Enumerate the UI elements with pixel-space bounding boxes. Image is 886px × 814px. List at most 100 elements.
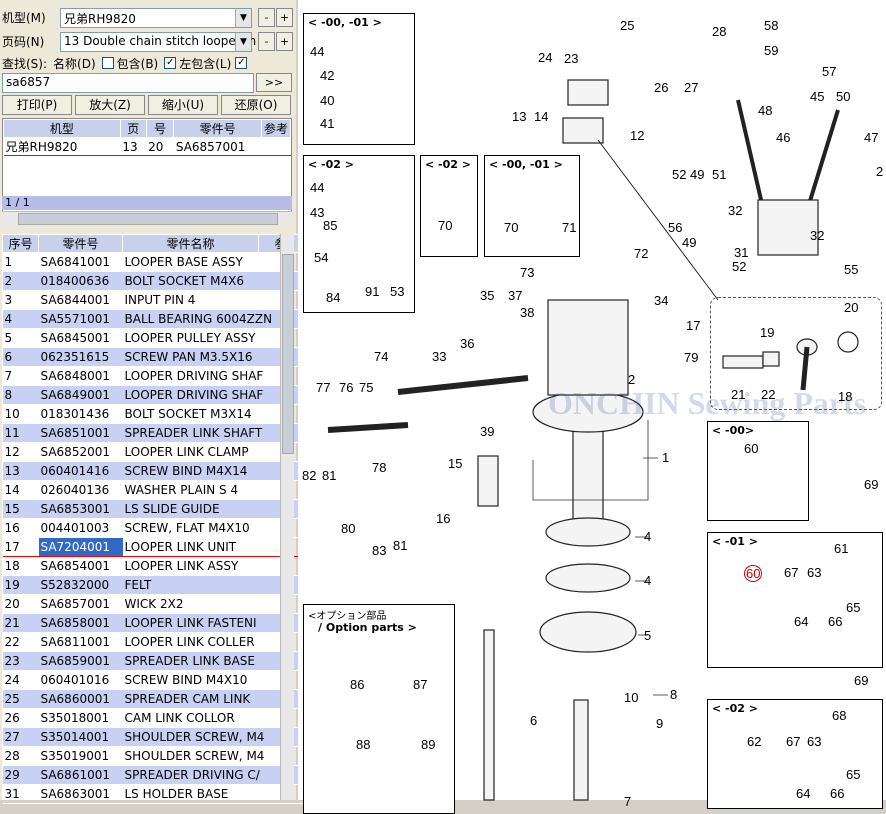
search-go-button[interactable]: >> (256, 73, 292, 92)
callout-number[interactable]: 4 (644, 529, 652, 544)
callout-number[interactable]: 50 (836, 89, 851, 104)
callout-number[interactable]: 59 (764, 43, 779, 58)
callout-number[interactable]: 81 (322, 468, 337, 483)
callout-number[interactable]: 38 (520, 305, 535, 320)
callout-number[interactable]: 85 (323, 218, 338, 233)
callout-number[interactable]: 62 (747, 734, 762, 749)
callout-number[interactable]: 14 (534, 109, 549, 124)
callout-number[interactable]: 49 (690, 167, 705, 182)
callout-number[interactable]: 41 (320, 116, 335, 131)
callout-number[interactable]: 8 (670, 687, 678, 702)
callout-number[interactable]: 66 (830, 786, 845, 801)
callout-number[interactable]: 69 (864, 477, 879, 492)
callout-number[interactable]: 44 (310, 44, 325, 59)
callout-number[interactable]: 7 (624, 794, 632, 809)
callout-number[interactable]: 27 (684, 80, 699, 95)
callout-number[interactable]: 43 (310, 205, 325, 220)
col-model[interactable]: 机型 (3, 119, 121, 138)
callout-number[interactable]: 77 (316, 380, 331, 395)
callout-number[interactable]: 69 (854, 673, 869, 688)
callout-number[interactable]: 31 (734, 245, 749, 260)
opt-left-contains-checkbox[interactable]: ✓ (164, 57, 177, 69)
callout-number[interactable]: 60 (744, 441, 759, 456)
callout-number[interactable]: 63 (807, 734, 822, 749)
callout-number[interactable]: 9 (656, 716, 664, 731)
callout-number[interactable]: 46 (776, 130, 791, 145)
callout-number[interactable]: 32 (810, 228, 825, 243)
callout-number[interactable]: 33 (432, 349, 447, 364)
callout-number[interactable]: 36 (460, 336, 475, 351)
callout-number[interactable]: 52 (732, 259, 747, 274)
callout-number[interactable]: 25 (620, 18, 635, 33)
search-input[interactable]: sa6857 (2, 73, 254, 93)
callout-number[interactable]: 83 (372, 543, 387, 558)
callout-number[interactable]: 74 (374, 349, 389, 364)
callout-number[interactable]: 22 (761, 387, 776, 402)
horizontal-scrollbar[interactable] (2, 211, 292, 225)
callout-number[interactable]: 86 (350, 677, 365, 692)
callout-number[interactable]: 26 (654, 80, 669, 95)
zoom-out-button[interactable]: 缩小(U) (148, 95, 218, 115)
callout-number[interactable]: 1 (662, 450, 670, 465)
vertical-scrollbar[interactable] (280, 234, 294, 800)
opt-contains-checkbox[interactable] (101, 57, 114, 69)
callout-number[interactable]: 57 (822, 64, 837, 79)
callout-number[interactable]: 51 (712, 167, 727, 182)
callout-number[interactable]: 23 (564, 51, 579, 66)
callout-number[interactable]: 70 (438, 218, 453, 233)
callout-number[interactable]: 60 (744, 565, 763, 582)
callout-number[interactable]: 68 (832, 708, 847, 723)
scroll-thumb[interactable] (282, 254, 294, 454)
callout-number[interactable]: 4 (644, 573, 652, 588)
callout-number[interactable]: 32 (728, 203, 743, 218)
callout-number[interactable]: 55 (844, 262, 859, 277)
callout-number[interactable]: 89 (421, 737, 436, 752)
callout-number[interactable]: 64 (796, 786, 811, 801)
table-row[interactable]: 兄弟RH9820 13 20 SA6857001 (3, 138, 291, 156)
callout-number[interactable]: 2 (628, 372, 636, 387)
model-select[interactable]: 兄弟RH9820 ▼ (60, 8, 252, 28)
page-next-button[interactable]: + (276, 32, 293, 51)
callout-number[interactable]: 65 (846, 600, 861, 615)
callout-number[interactable]: 67 (784, 565, 799, 580)
callout-number[interactable]: 79 (684, 350, 699, 365)
callout-number[interactable]: 80 (341, 521, 356, 536)
callout-number[interactable]: 84 (326, 290, 341, 305)
callout-number[interactable]: 5 (644, 628, 652, 643)
callout-number[interactable]: 21 (731, 387, 746, 402)
callout-number[interactable]: 44 (310, 180, 325, 195)
chevron-down-icon[interactable]: ▼ (235, 9, 251, 27)
callout-number[interactable]: 54 (314, 250, 329, 265)
zoom-in-button[interactable]: 放大(Z) (75, 95, 145, 115)
callout-number[interactable]: 17 (686, 318, 701, 333)
model-prev-button[interactable]: - (258, 8, 275, 27)
col-page[interactable]: 页 (119, 119, 147, 138)
callout-number[interactable]: 42 (320, 68, 335, 83)
callout-number[interactable]: 61 (834, 541, 849, 556)
callout-number[interactable]: 16 (436, 511, 451, 526)
callout-number[interactable]: 37 (508, 288, 523, 303)
callout-number[interactable]: 76 (339, 380, 354, 395)
callout-number[interactable]: 72 (634, 246, 649, 261)
callout-number[interactable]: 53 (390, 284, 405, 299)
callout-number[interactable]: 63 (807, 565, 822, 580)
callout-number[interactable]: 28 (712, 24, 727, 39)
